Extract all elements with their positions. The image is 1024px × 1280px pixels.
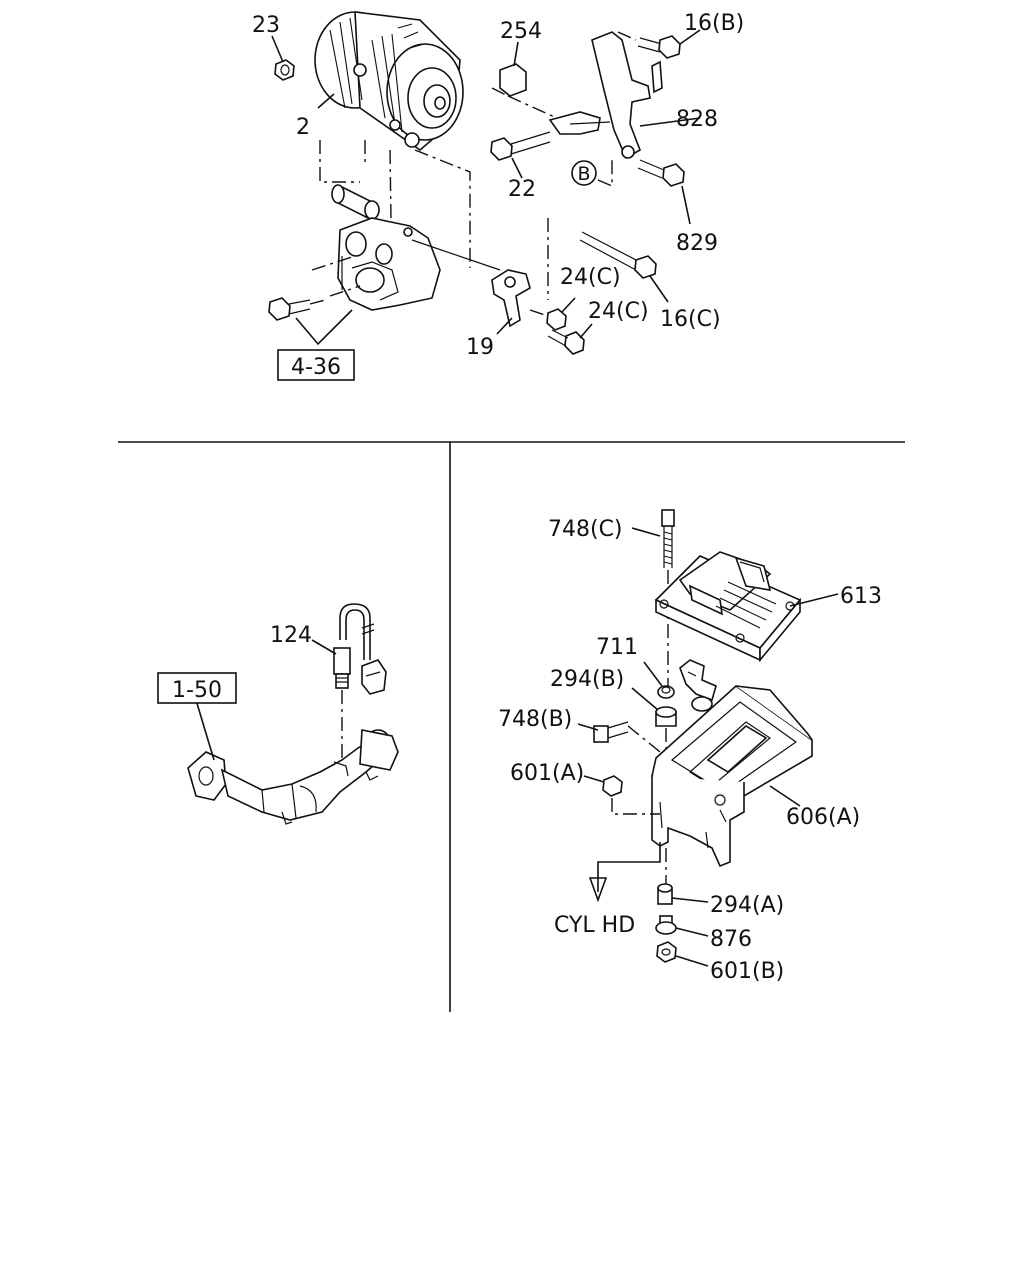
callout-601b: 601(B) <box>710 959 784 984</box>
callout-124: 124 <box>270 623 312 648</box>
callout-24c-1: 24(C) <box>560 265 621 290</box>
alternator <box>314 11 464 152</box>
bolt-22 <box>490 131 551 179</box>
callout-2: 2 <box>296 115 310 140</box>
alternator-assembly: B <box>268 11 701 355</box>
callout-16c: 16(C) <box>660 307 721 332</box>
grommet-294b <box>631 687 677 727</box>
mount-bracket <box>311 217 501 311</box>
clip-254 <box>491 41 571 125</box>
nut-601b <box>656 941 709 967</box>
callout-606a: 606(A) <box>786 805 860 830</box>
grommet-294a <box>657 883 709 905</box>
ref-box-1-50[interactable]: 1-50 <box>157 672 237 704</box>
mount-bolt <box>268 297 326 321</box>
o2-sensor-assembly <box>187 603 399 825</box>
bolt-748b <box>577 721 671 761</box>
ref-1-50-label: 1-50 <box>172 678 222 703</box>
nut-601a <box>583 775 660 815</box>
cyl-hd-label: CYL HD <box>554 913 635 938</box>
ecm-613 <box>654 551 839 663</box>
callout-254: 254 <box>500 19 542 44</box>
ref-box-4-36[interactable]: 4-36 <box>277 349 355 381</box>
callout-294a: 294(A) <box>710 893 784 918</box>
nut-23 <box>271 35 295 81</box>
callout-748c: 748(C) <box>548 517 623 542</box>
callout-613: 613 <box>840 584 882 609</box>
sleeve <box>331 184 380 220</box>
callout-748b: 748(B) <box>498 707 572 732</box>
o2-sensor-124 <box>311 639 351 689</box>
callout-294b: 294(B) <box>550 667 624 692</box>
cyl-hd-arrow <box>588 842 661 903</box>
callout-23: 23 <box>252 13 280 38</box>
bolt-829 <box>637 159 691 225</box>
bracket-828 <box>548 31 701 160</box>
callout-19: 19 <box>466 335 494 360</box>
bolt-16c <box>547 218 669 303</box>
ref-b-marker: B <box>571 160 613 188</box>
bolt-16b <box>617 29 701 59</box>
callout-711: 711 <box>596 635 638 660</box>
bolt-24c-1 <box>529 297 576 331</box>
sensor-connector <box>361 659 387 695</box>
callout-828: 828 <box>676 107 718 132</box>
callout-876: 876 <box>710 927 752 952</box>
ref-4-36-label: 4-36 <box>291 355 341 380</box>
bolt-748c <box>631 509 675 568</box>
bolt-24c-2 <box>547 323 593 355</box>
callout-829: 829 <box>676 231 718 256</box>
exhaust-pipe <box>187 729 399 825</box>
callout-b: B <box>577 163 590 185</box>
callout-24c-2: 24(C) <box>588 299 649 324</box>
callout-16b: 16(B) <box>684 11 744 36</box>
washer-711 <box>643 661 675 699</box>
callout-22: 22 <box>508 177 536 202</box>
bracket-606a <box>651 659 813 868</box>
ecm-assembly: CYL HD <box>554 509 839 967</box>
collar-876 <box>655 915 709 937</box>
callout-601a: 601(A) <box>510 761 584 786</box>
adjust-plate-19 <box>491 269 531 335</box>
